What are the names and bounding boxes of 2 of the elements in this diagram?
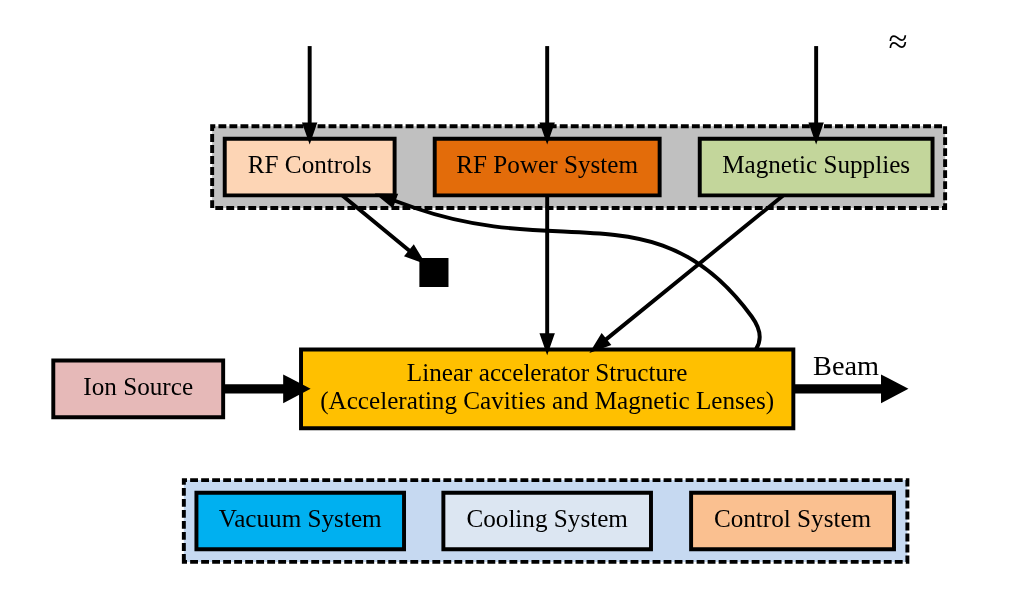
label: ≈ xyxy=(887,22,907,61)
edge-label: Beam xyxy=(812,350,879,382)
